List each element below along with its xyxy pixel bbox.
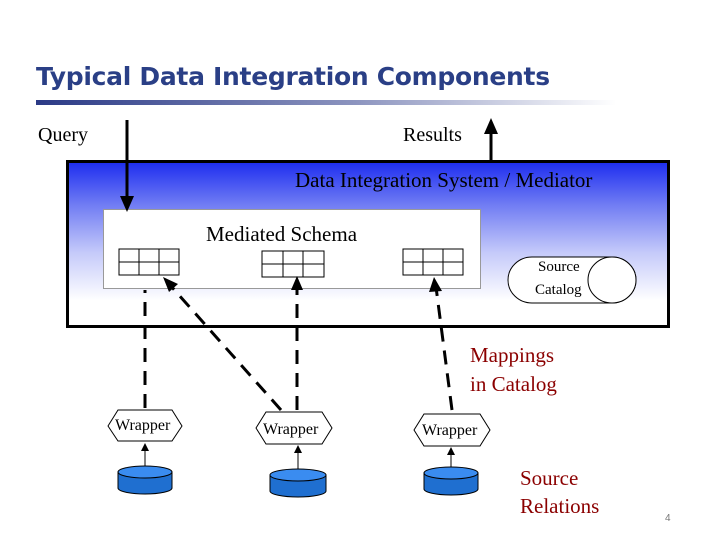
database-icon-1 bbox=[117, 465, 173, 495]
wrapper-3-shape bbox=[413, 413, 491, 447]
source-relations-annotation-line2: Relations bbox=[520, 494, 600, 518]
relation-table-icon-2 bbox=[261, 250, 325, 278]
wrapper-1-label: Wrapper bbox=[115, 417, 171, 434]
title-underline bbox=[36, 100, 616, 105]
relation-table-icon-3 bbox=[402, 248, 464, 276]
source-arrow-1 bbox=[141, 443, 149, 467]
wrapper-3-mapping-line bbox=[429, 277, 454, 411]
database-icon-3 bbox=[423, 466, 479, 496]
mediator-label: Data Integration System / Mediator bbox=[295, 168, 593, 192]
wrapper-2-label: Wrapper bbox=[263, 421, 319, 438]
query-label: Query bbox=[38, 124, 88, 146]
source-relations-annotation-line1: Source bbox=[520, 466, 579, 490]
wrapper-2-shape bbox=[255, 411, 333, 445]
source-catalog-cylinder-icon bbox=[507, 256, 637, 304]
source-catalog-label-line2: Catalog bbox=[535, 282, 582, 298]
source-arrow-3 bbox=[447, 447, 455, 468]
page-number: 4 bbox=[665, 513, 671, 524]
relation-table-icon-1 bbox=[118, 248, 180, 276]
slide-title: Typical Data Integration Components bbox=[36, 62, 550, 91]
mappings-annotation-line2: in Catalog bbox=[470, 372, 557, 396]
wrapper-1-shape bbox=[107, 409, 183, 442]
results-label: Results bbox=[403, 124, 462, 146]
wrapper-3-label: Wrapper bbox=[422, 422, 478, 439]
database-icon-2 bbox=[269, 468, 327, 498]
wrapper-2-mapping-line bbox=[163, 276, 303, 411]
mediated-schema-label: Mediated Schema bbox=[206, 222, 358, 246]
source-arrow-2 bbox=[294, 445, 302, 470]
source-catalog-label-line1: Source bbox=[538, 259, 580, 275]
query-arrow bbox=[120, 120, 134, 212]
results-arrow bbox=[484, 118, 498, 160]
mappings-annotation-line1: Mappings bbox=[470, 343, 554, 367]
